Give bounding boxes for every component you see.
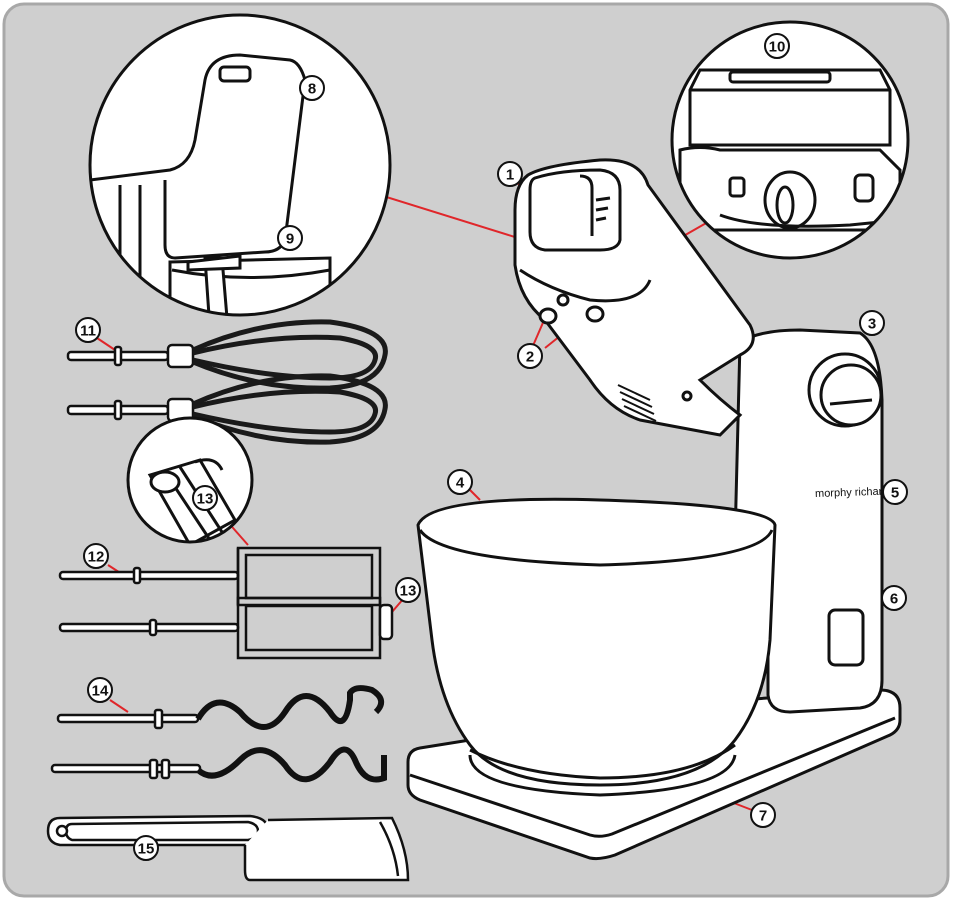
callout-13-beater: 13 (395, 577, 421, 603)
detail-circle-beater-collar (126, 416, 254, 544)
callout-11: 11 (75, 317, 101, 343)
svg-text:4: 4 (456, 475, 465, 492)
brand-label: morphy richards (815, 485, 895, 500)
callout-7: 7 (750, 802, 776, 828)
callout-3: 3 (859, 310, 885, 336)
callout-badges: 1 2 3 4 5 6 7 8 9 10 11 12 13 13 14 15 (75, 33, 908, 861)
flat-beaters (58, 546, 394, 660)
svg-text:5: 5 (891, 485, 899, 502)
flat-beater-lower (58, 596, 394, 660)
callout-15: 15 (133, 835, 159, 861)
svg-text:8: 8 (308, 81, 316, 98)
svg-text:7: 7 (759, 808, 767, 825)
callout-2: 2 (517, 343, 543, 369)
svg-text:3: 3 (868, 316, 876, 333)
callout-10: 10 (764, 33, 790, 59)
dough-hooks (50, 685, 387, 783)
callout-5: 5 (882, 479, 908, 505)
callout-6: 6 (881, 585, 907, 611)
callout-12: 12 (83, 543, 109, 569)
tilt-release-button (538, 307, 558, 325)
mixer-bowl (416, 497, 777, 787)
svg-text:10: 10 (769, 39, 786, 56)
callout-8: 8 (299, 75, 325, 101)
svg-text:13: 13 (400, 583, 417, 600)
mixer-body: morphy richards (406, 158, 902, 861)
detail-circle-outlet-cover (670, 20, 910, 260)
svg-text:15: 15 (138, 841, 155, 858)
balloon-whisk-lower (66, 373, 388, 445)
balloon-whisks (66, 319, 388, 445)
svg-text:13: 13 (197, 491, 214, 508)
vent-slots (617, 384, 657, 422)
callout-14: 14 (87, 677, 113, 703)
svg-text:14: 14 (92, 683, 109, 700)
svg-text:9: 9 (286, 231, 294, 248)
svg-text:11: 11 (80, 323, 96, 340)
svg-text:1: 1 (506, 167, 514, 184)
callout-13-detail: 13 (192, 485, 218, 511)
dough-hook-lower (50, 746, 387, 783)
svg-text:2: 2 (526, 349, 534, 366)
callout-9: 9 (277, 225, 303, 251)
spatula (46, 814, 410, 882)
balloon-whisk-upper (66, 319, 388, 391)
svg-text:6: 6 (890, 591, 898, 608)
callout-1: 1 (497, 161, 523, 187)
callout-4: 4 (447, 469, 473, 495)
svg-text:12: 12 (88, 549, 105, 566)
dough-hook-upper (56, 685, 385, 730)
